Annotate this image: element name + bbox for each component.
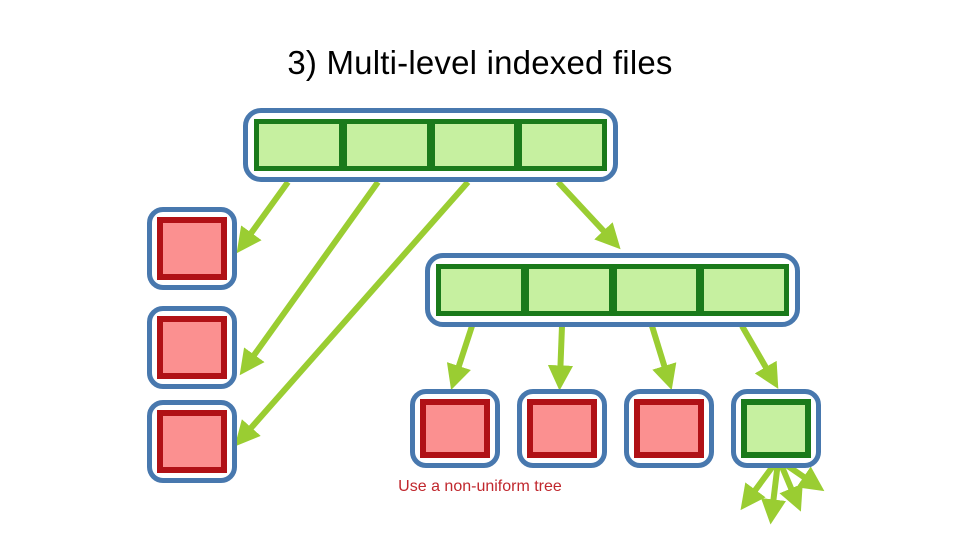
second-level-index-cell-3[interactable] (701, 264, 789, 316)
root-index-cell-2[interactable] (431, 119, 520, 171)
left-data-block-1[interactable] (147, 306, 237, 389)
arrow-level2-to-bottom-0 (446, 325, 475, 390)
bottom-block-1-inner (527, 399, 597, 458)
left-data-block-1-inner (157, 316, 227, 379)
arrow-level2-to-bottom-3 (739, 324, 779, 389)
arrow-root-to-left-1 (239, 180, 381, 376)
second-level-index-block[interactable] (425, 253, 800, 327)
arrow-root-to-left-0 (236, 180, 291, 254)
arrow-level2-to-bottom-1 (547, 325, 574, 391)
arrow-root-to-level2 (555, 179, 621, 250)
bottom-block-3-inner (741, 399, 811, 458)
caption-text: Use a non-uniform tree (398, 478, 562, 495)
left-data-block-0-inner (157, 217, 227, 280)
bottom-block-1[interactable] (517, 389, 607, 468)
bottom-block-0[interactable] (410, 389, 500, 468)
root-index-cell-1[interactable] (343, 119, 432, 171)
second-level-index-cell-2[interactable] (613, 264, 702, 316)
root-index-block[interactable] (243, 108, 618, 182)
second-level-index-cell-0[interactable] (436, 264, 526, 316)
root-index-cell-3[interactable] (519, 119, 607, 171)
bottom-block-0-inner (420, 399, 490, 458)
bottom-block-3[interactable] (731, 389, 821, 468)
left-data-block-2[interactable] (147, 400, 237, 483)
left-data-block-0[interactable] (147, 207, 237, 290)
bottom-block-2-inner (634, 399, 704, 458)
second-level-index-cell-1[interactable] (525, 264, 614, 316)
root-index-cell-0[interactable] (254, 119, 344, 171)
bottom-block-2[interactable] (624, 389, 714, 468)
arrow-level2-to-bottom-2 (649, 325, 677, 391)
left-data-block-2-inner (157, 410, 227, 473)
page-title: 3) Multi-level indexed files (287, 44, 673, 81)
